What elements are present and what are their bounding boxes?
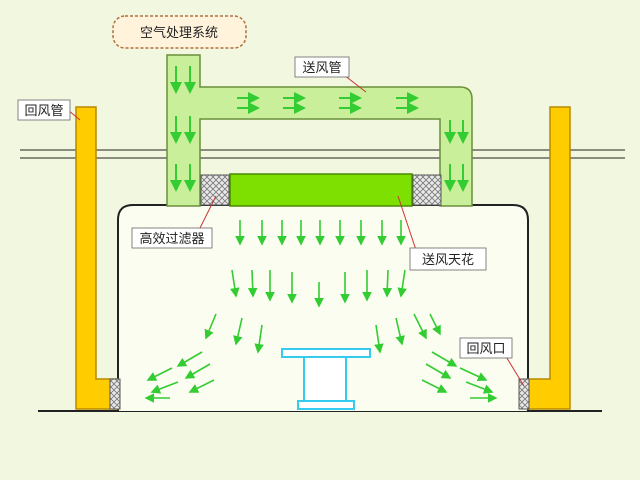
supply-duct [166,54,473,207]
return-vent-left [109,378,121,410]
return-duct-right [527,106,571,410]
return-duct-left [75,106,119,410]
supply-ceiling-label: 送风天花 [422,252,474,268]
room-airflow-arrows [144,220,498,403]
duct-airflow-arrows [170,66,469,192]
label-bg [131,227,213,249]
workbench [281,348,371,410]
hepa-filter-label: 高效过滤器 [139,231,204,247]
label-bg [17,99,71,121]
hepa-filter-right [412,174,442,206]
return-vent-label: 回风口 [466,342,505,357]
ahu-box [112,15,247,49]
label-bg [409,247,487,271]
supply-ceiling [229,173,413,207]
ahu-label: 空气处理系统 [140,25,218,41]
label-bg [294,56,350,78]
return-duct-label: 回风管 [24,104,63,119]
label-bg [459,337,513,359]
return-vent-right [518,378,530,410]
hepa-filter-left [200,174,230,206]
supply-duct-label: 送风管 [302,61,341,76]
